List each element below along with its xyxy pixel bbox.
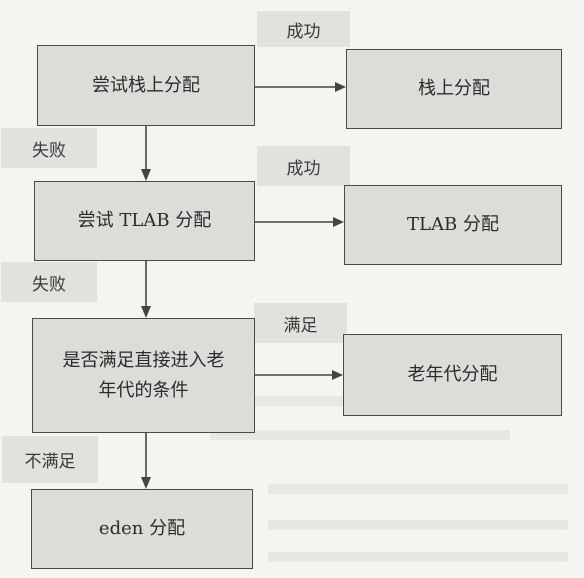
edge-label-fail-2: 失败 — [1, 262, 97, 302]
bleed-through-line — [210, 430, 510, 440]
node-tlab-allocation: TLAB 分配 — [344, 185, 562, 265]
node-eden-allocation: eden 分配 — [31, 489, 253, 569]
arrow-satisfied — [255, 370, 343, 380]
edge-label-fail-1: 失败 — [1, 128, 97, 168]
arrow-fail-1 — [141, 126, 151, 181]
bleed-through-line — [268, 552, 568, 562]
edge-label-not-satisfied: 不满足 — [2, 436, 98, 483]
bleed-through-line — [268, 484, 568, 494]
edge-label-satisfied: 满足 — [254, 303, 347, 343]
node-try-tlab-allocation: 尝试 TLAB 分配 — [34, 181, 255, 261]
node-stack-allocation: 栈上分配 — [346, 49, 562, 129]
bleed-through-line — [268, 520, 568, 530]
edge-label-success-1: 成功 — [257, 11, 350, 47]
node-old-generation-allocation: 老年代分配 — [343, 334, 562, 416]
arrow-not-satisfied — [141, 433, 151, 489]
node-check-old-generation-condition: 是否满足直接进入老年代的条件 — [32, 318, 255, 433]
edge-label-success-2: 成功 — [257, 146, 350, 186]
arrow-success-2 — [255, 217, 344, 227]
node-try-stack-allocation: 尝试栈上分配 — [37, 45, 255, 126]
arrow-success-1 — [255, 82, 346, 92]
arrow-fail-2 — [141, 261, 151, 318]
